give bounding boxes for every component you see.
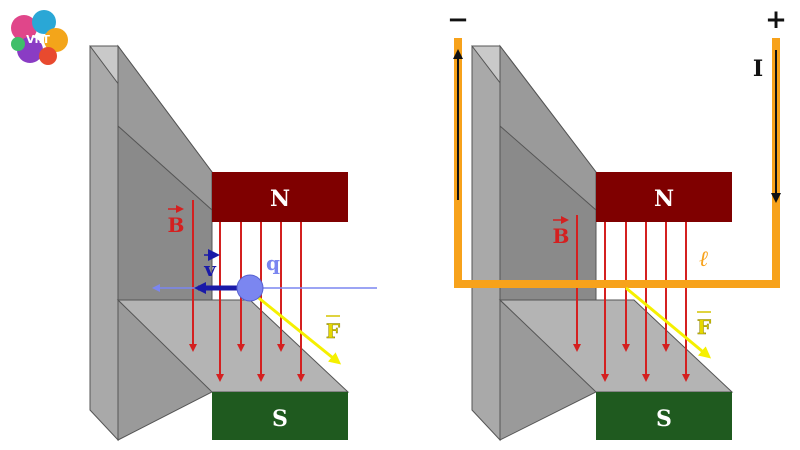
minus-terminal-label: − bbox=[447, 5, 469, 35]
logo: VnT bbox=[6, 6, 72, 72]
left-north-label: N bbox=[270, 186, 290, 212]
right-north-label: N bbox=[654, 186, 674, 212]
right-magnet-body bbox=[470, 44, 734, 442]
svg-text:F: F bbox=[697, 315, 711, 339]
left-magnet-body bbox=[89, 44, 350, 442]
wire-length-label: ℓ bbox=[699, 246, 708, 272]
left-field-label: B bbox=[168, 205, 185, 237]
right-field-label: B bbox=[553, 216, 570, 248]
plus-terminal-label: + bbox=[765, 5, 787, 35]
right-north-pole bbox=[596, 172, 732, 222]
left-south-pole bbox=[212, 392, 348, 440]
svg-text:B: B bbox=[553, 224, 570, 248]
svg-text:v: v bbox=[203, 257, 217, 281]
svg-text:F: F bbox=[326, 319, 340, 343]
logo-text: VnT bbox=[26, 33, 50, 46]
left-force-vector bbox=[254, 293, 342, 365]
right-force-vector bbox=[625, 286, 712, 359]
left-figure: N S B v q F bbox=[89, 44, 377, 442]
left-south-label: S bbox=[272, 406, 288, 432]
velocity-label: v bbox=[203, 249, 220, 281]
right-south-pole bbox=[596, 392, 732, 440]
current-label: I bbox=[753, 56, 763, 82]
right-force-label: F bbox=[697, 311, 711, 339]
svg-text:B: B bbox=[168, 213, 185, 237]
left-north-pole bbox=[212, 172, 348, 222]
left-force-label: F bbox=[326, 315, 340, 343]
right-south-label: S bbox=[656, 406, 672, 432]
right-figure: N S B F ℓ I − + bbox=[447, 5, 787, 442]
charge-particle bbox=[236, 274, 264, 302]
charge-label: q bbox=[266, 251, 280, 275]
